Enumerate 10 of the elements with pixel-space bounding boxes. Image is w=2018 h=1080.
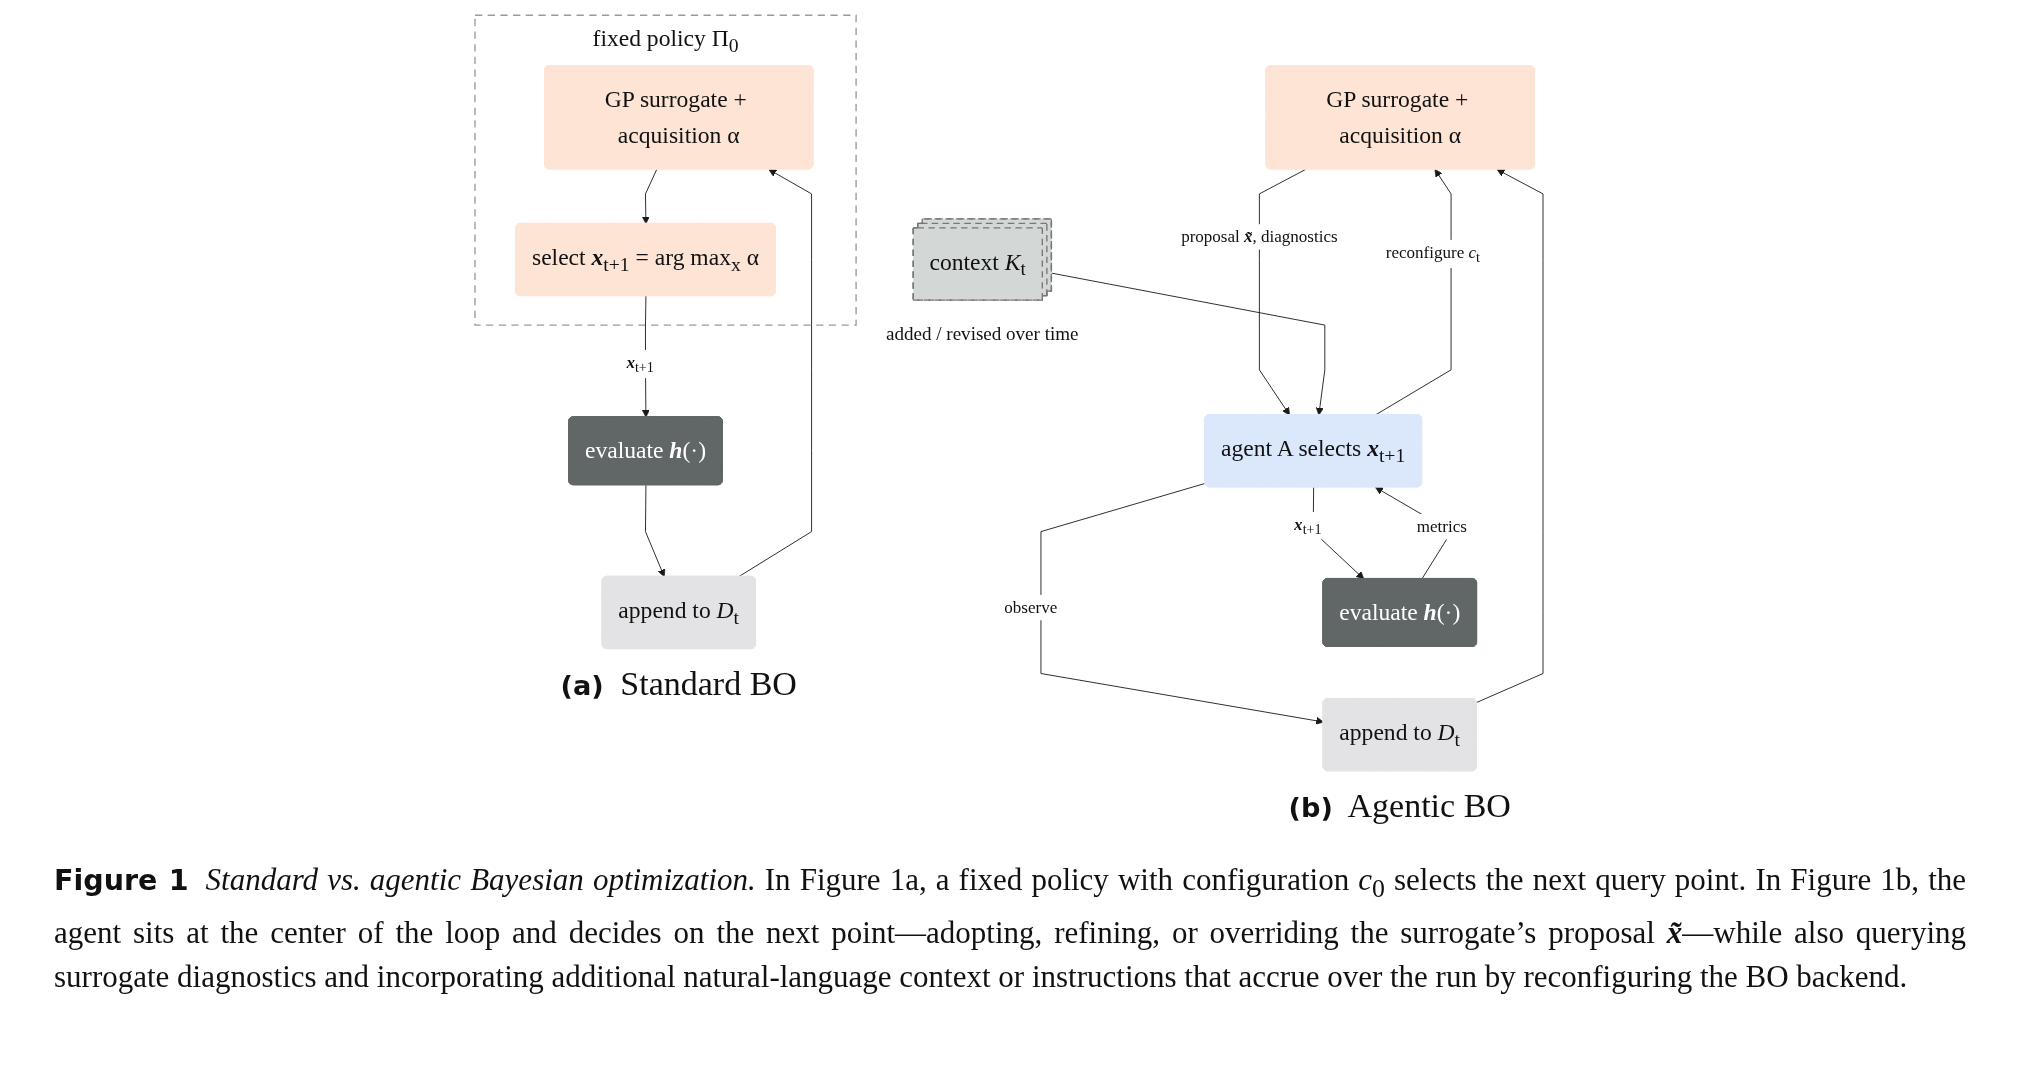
figure-caption: Figure 1 Standard vs. agentic Bayesian optimization. In Figure 1a, a fixed policy with configuration c$_{0}$ selects the next query point. In Figure 1b, the agent sits at the center of the loop and decides on the next point—adopting, refining, or overriding the surrogate’s proposal x̃—while also querying surrogate diagnostics and incorporating additional natural-language context or instructions that accrue over the run by reconfiguring the BO backend.: [54, 861, 1966, 997]
edge-label: reconfigure c$_{t}$: [1385, 242, 1481, 265]
edge-label: metrics: [1416, 516, 1467, 536]
edge-label: x$_{t+1}$: [1294, 514, 1322, 537]
panel-caption: (a) Standard BO: [560, 664, 797, 703]
panel-caption: (b) Agentic BO: [1288, 786, 1511, 825]
edge-label: observe: [1004, 597, 1058, 617]
edge-label: proposal x̃, diagnostics: [1181, 226, 1338, 246]
node-label: added / revised over time: [886, 322, 1079, 345]
edge-label: x$_{t+1}$: [626, 352, 654, 376]
